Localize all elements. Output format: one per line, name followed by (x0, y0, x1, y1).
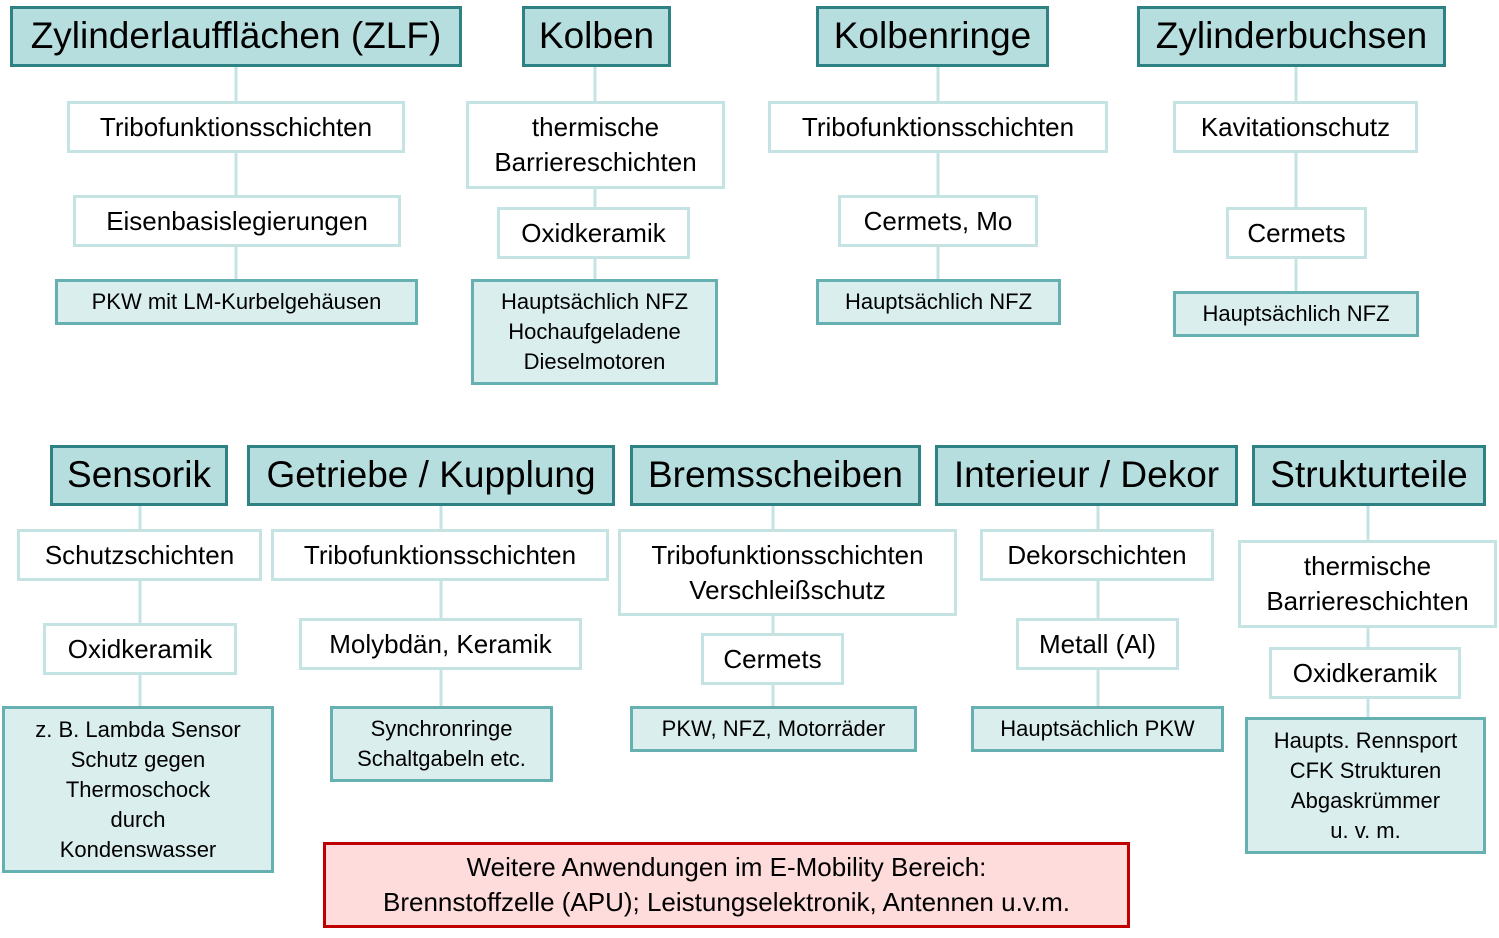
bremsscheiben-header: Bremsscheiben (630, 445, 921, 506)
zlf-material-box: Eisenbasislegierungen (73, 195, 401, 247)
sensorik-header: Sensorik (50, 445, 228, 506)
getriebe-material-box: Molybdän, Keramik (299, 618, 582, 670)
bremsscheiben-application-box: PKW, NFZ, Motorräder (630, 706, 917, 752)
sensorik-material-box: Oxidkeramik (43, 623, 237, 675)
zlf-function-box: Tribofunktionsschichten (67, 101, 405, 153)
zlf-application-box: PKW mit LM-Kurbelgehäusen (55, 279, 418, 325)
strukturteile-material-box: Oxidkeramik (1269, 647, 1461, 699)
sensorik-application-box: z. B. Lambda Sensor Schutz gegen Thermos… (2, 706, 274, 873)
kolben-function-box: thermische Barriereschichten (466, 101, 725, 189)
strukturteile-header: Strukturteile (1252, 445, 1486, 506)
zylinderbuchsen-function-box: Kavitationschutz (1173, 101, 1418, 153)
e-mobility-note: Weitere Anwendungen im E-Mobility Bereic… (323, 842, 1130, 928)
bremsscheiben-material-box: Cermets (701, 633, 844, 685)
kolben-header: Kolben (522, 6, 671, 67)
sensorik-function-box: Schutzschichten (17, 529, 262, 581)
zylinderbuchsen-application-box: Hauptsächlich NFZ (1173, 291, 1419, 337)
zlf-header: Zylinderlaufflächen (ZLF) (10, 6, 462, 67)
interieur-function-box: Dekorschichten (980, 529, 1214, 581)
interieur-application-box: Hauptsächlich PKW (971, 706, 1224, 752)
zylinderbuchsen-header: Zylinderbuchsen (1137, 6, 1446, 67)
kolbenringe-function-box: Tribofunktionsschichten (768, 101, 1108, 153)
bremsscheiben-function-box: Tribofunktionsschichten Verschleißschutz (618, 529, 957, 616)
kolben-application-box: Hauptsächlich NFZ Hochaufgeladene Diesel… (471, 279, 718, 385)
getriebe-application-box: Synchronringe Schaltgabeln etc. (330, 706, 553, 782)
strukturteile-function-box: thermische Barriereschichten (1238, 540, 1497, 628)
getriebe-header: Getriebe / Kupplung (247, 445, 615, 506)
zylinderbuchsen-material-box: Cermets (1226, 207, 1367, 259)
strukturteile-application-box: Haupts. Rennsport CFK Strukturen Abgaskr… (1245, 717, 1486, 854)
kolbenringe-material-box: Cermets, Mo (838, 195, 1038, 247)
kolbenringe-header: Kolbenringe (816, 6, 1049, 67)
interieur-header: Interieur / Dekor (935, 445, 1238, 506)
kolbenringe-application-box: Hauptsächlich NFZ (816, 279, 1061, 325)
getriebe-function-box: Tribofunktionsschichten (271, 529, 609, 581)
interieur-material-box: Metall (Al) (1016, 618, 1179, 670)
kolben-material-box: Oxidkeramik (497, 207, 690, 259)
